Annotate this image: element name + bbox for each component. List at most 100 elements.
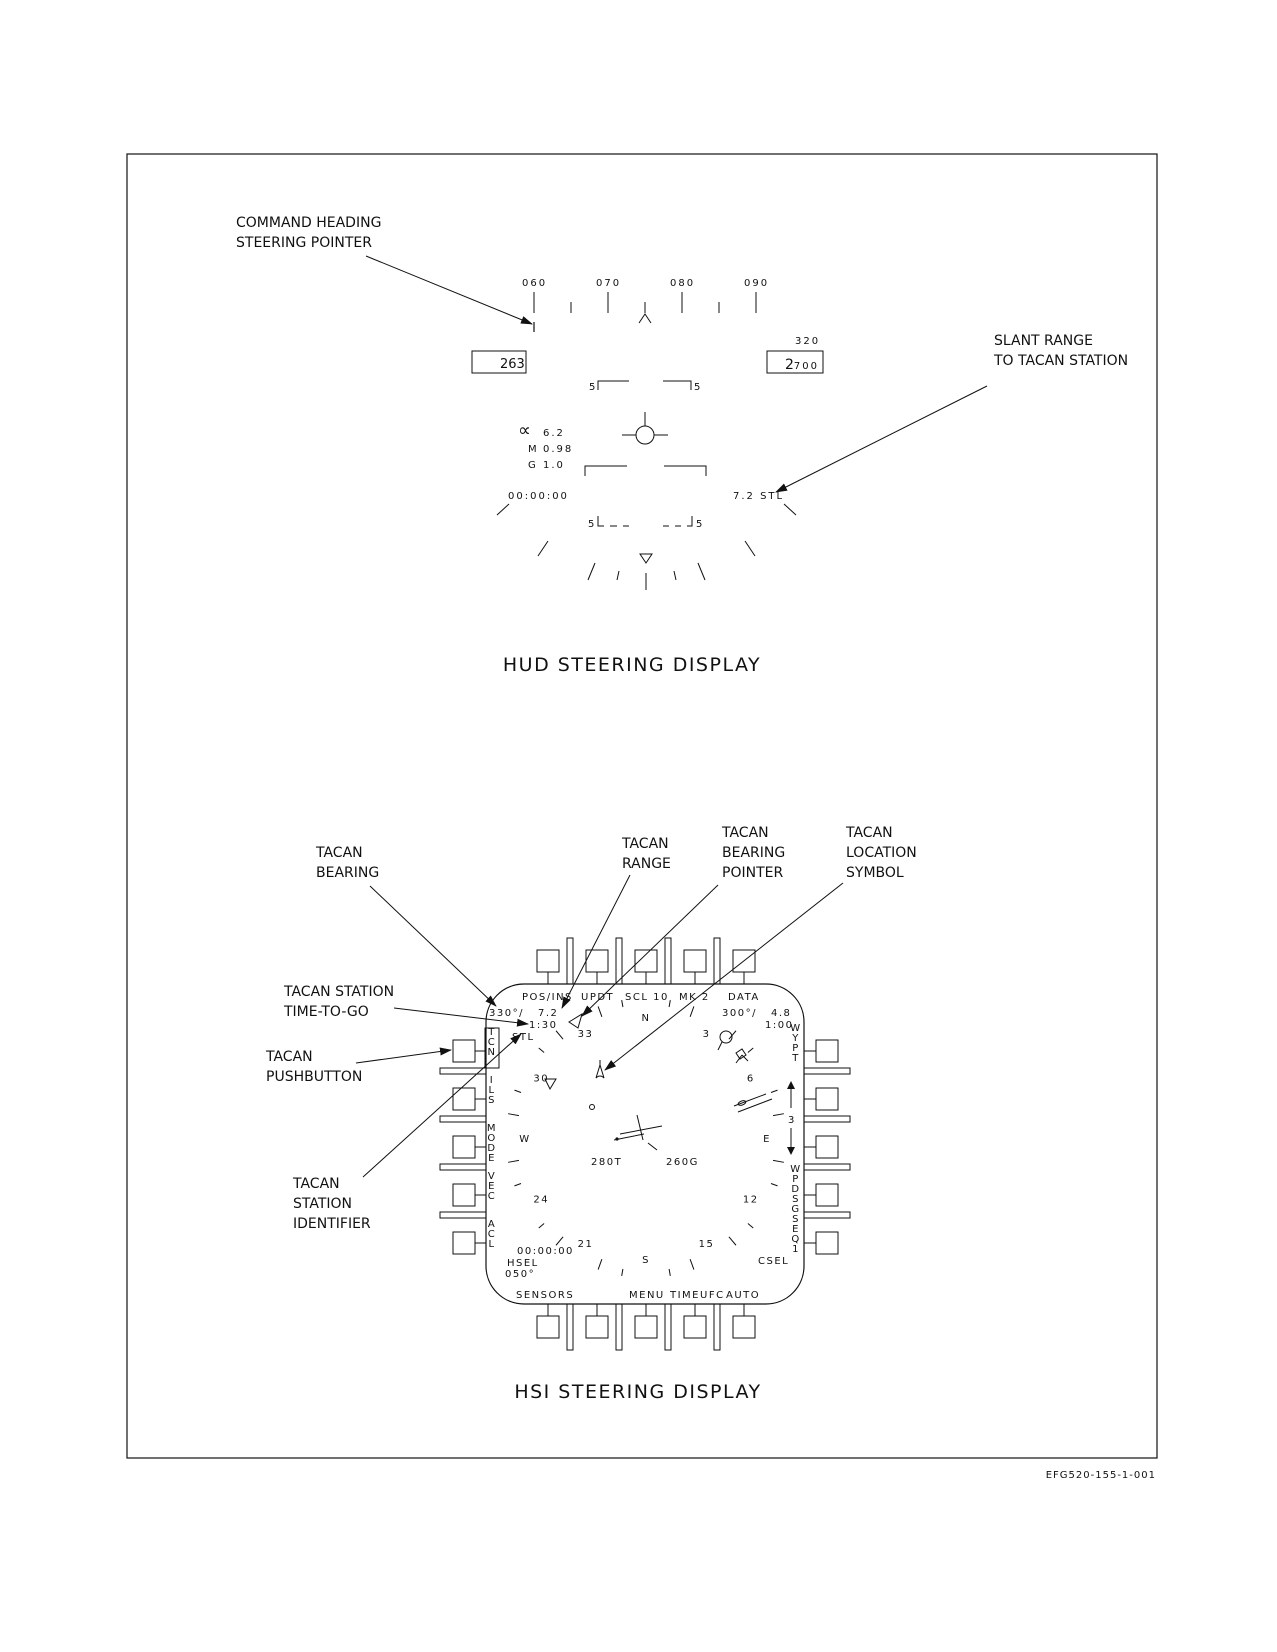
- callout-text: PUSHBUTTON: [266, 1069, 362, 1085]
- compass-tick: [689, 1259, 695, 1270]
- option-wpdsg-char: P: [792, 1174, 800, 1185]
- pushbutton-right-3[interactable]: [815, 1135, 839, 1159]
- compass-tick: [728, 1236, 737, 1246]
- option-seq-char: S: [792, 1214, 800, 1225]
- callout-text: BEARING: [722, 845, 785, 861]
- pushbutton-bottom-4[interactable]: [683, 1315, 707, 1339]
- option-auto: AUTO: [726, 1290, 760, 1301]
- compass-label: E: [763, 1134, 771, 1145]
- pushbutton-bottom-2[interactable]: [585, 1315, 609, 1339]
- aoa-alpha-icon: ∝: [518, 420, 531, 441]
- option-seq-char: Q: [791, 1234, 800, 1245]
- option-vec: VEC: [488, 1171, 495, 1202]
- callout-text: TACAN: [315, 845, 363, 861]
- compass-tick: [772, 1159, 784, 1163]
- callout-text: TACAN: [265, 1049, 313, 1065]
- pushbutton-right-1[interactable]: [815, 1039, 839, 1063]
- callout-text: TACAN: [721, 825, 769, 841]
- option-wpdsg-char: G: [791, 1204, 800, 1215]
- course-line-icon: [733, 1093, 773, 1113]
- callout-text: STEERING POINTER: [236, 235, 372, 251]
- hsi-caption: HSI STEERING DISPLAY: [514, 1381, 761, 1403]
- pushbutton-top-4[interactable]: [683, 949, 707, 973]
- pushbutton-right-4[interactable]: [815, 1183, 839, 1207]
- compass-label: W: [519, 1134, 530, 1145]
- option-wpdsg-char: D: [791, 1184, 800, 1195]
- option-data: DATA: [728, 992, 760, 1003]
- compass-tick: [772, 1113, 784, 1117]
- option-mode-char: D: [487, 1143, 496, 1154]
- option-tcn: TCN: [487, 1027, 495, 1058]
- callout-text: LOCATION: [846, 845, 917, 861]
- compass-label: 12: [743, 1195, 759, 1206]
- pitch-label: 5: [589, 382, 597, 393]
- tacan-pushbutton[interactable]: [452, 1039, 476, 1063]
- pushbutton-bottom-5[interactable]: [732, 1315, 756, 1339]
- callout-text: POINTER: [722, 865, 783, 881]
- barometric-setting: 320: [795, 336, 820, 347]
- callout-text: TIME-TO-GO: [283, 1004, 369, 1020]
- option-mode-char: O: [487, 1133, 496, 1144]
- pushbutton-left-3[interactable]: [452, 1135, 476, 1159]
- altitude-digits-small: 700: [794, 361, 819, 372]
- callout-text: TACAN: [845, 825, 893, 841]
- hud-display: 060 070 080 090 263 320 2700 5 5: [236, 215, 1128, 676]
- option-acl: ACL: [488, 1219, 495, 1250]
- mach-value: 0.98: [543, 444, 573, 455]
- compass-tick: [597, 1006, 603, 1017]
- waypoint-magnifier-icon: [717, 1030, 733, 1051]
- altitude-readout: 2700: [785, 357, 819, 373]
- waypoint-triangle-icon: [544, 1078, 557, 1091]
- compass-tick: [621, 1268, 624, 1276]
- callout-tacan-location-symbol: TACAN LOCATION SYMBOL: [604, 825, 917, 1071]
- right-pushbutton-column: [803, 1039, 851, 1255]
- pushbutton-bottom-3[interactable]: [634, 1315, 658, 1339]
- waypoint-time-to-go: 1:00: [765, 1020, 793, 1031]
- pushbutton-bottom-1[interactable]: [536, 1315, 560, 1339]
- bank-scale: [496, 503, 797, 590]
- compass-tick: [728, 1030, 737, 1040]
- aircraft-symbol-icon: [613, 1114, 663, 1151]
- compass-label: 30: [533, 1074, 549, 1085]
- pushbutton-top-2[interactable]: [585, 949, 609, 973]
- pushbutton-left-5[interactable]: [452, 1231, 476, 1255]
- figure-id: EFG520-155-1-001: [1046, 1470, 1156, 1481]
- option-pos-ins: POS/INS: [522, 992, 573, 1003]
- pushbutton-left-4[interactable]: [452, 1183, 476, 1207]
- pushbutton-right-5[interactable]: [815, 1231, 839, 1255]
- heading-tape: 060 070 080 090: [522, 278, 767, 332]
- option-sensors: SENSORS: [516, 1290, 574, 1301]
- compass-label: 24: [533, 1195, 549, 1206]
- altitude-box: [766, 350, 824, 374]
- heading-label: 080: [670, 278, 695, 289]
- option-scl: SCL 10: [625, 992, 669, 1003]
- top-pushbutton-row: [536, 937, 756, 985]
- tacan-bearing-pointer-icon: [568, 1012, 583, 1029]
- airspeed-box: [471, 350, 527, 374]
- arrow-up-icon[interactable]: [787, 1081, 795, 1089]
- hsi-elapsed-time: 00:00:00: [517, 1246, 574, 1257]
- callout-text: IDENTIFIER: [293, 1216, 371, 1232]
- pushbutton-top-3[interactable]: [634, 949, 658, 973]
- callout-text: TO TACAN STATION: [993, 353, 1128, 369]
- callout-text: COMMAND HEADING: [236, 215, 381, 231]
- compass-tick: [508, 1159, 520, 1163]
- callout-tacan-identifier: TACAN STATION IDENTIFIER: [292, 1033, 522, 1232]
- arrow-down-icon[interactable]: [787, 1147, 795, 1155]
- option-timeufc: TIMEUFC: [669, 1290, 725, 1301]
- compass-label: N: [642, 1013, 651, 1024]
- option-wypt-char: W: [790, 1023, 801, 1034]
- waypoint-stepper[interactable]: 3: [787, 1081, 796, 1155]
- callout-text: RANGE: [622, 856, 671, 872]
- option-mode-char: E: [488, 1153, 496, 1164]
- pushbutton-top-1[interactable]: [536, 949, 560, 973]
- pushbutton-left-2[interactable]: [452, 1087, 476, 1111]
- option-mode-char: M: [487, 1123, 497, 1134]
- heading-label: 060: [522, 278, 547, 289]
- velocity-vector-icon: [622, 412, 668, 445]
- mach-label: M: [528, 444, 539, 455]
- callout-text: TACAN: [292, 1176, 340, 1192]
- pushbutton-right-2[interactable]: [815, 1087, 839, 1111]
- option-wypt-char: T: [791, 1053, 800, 1064]
